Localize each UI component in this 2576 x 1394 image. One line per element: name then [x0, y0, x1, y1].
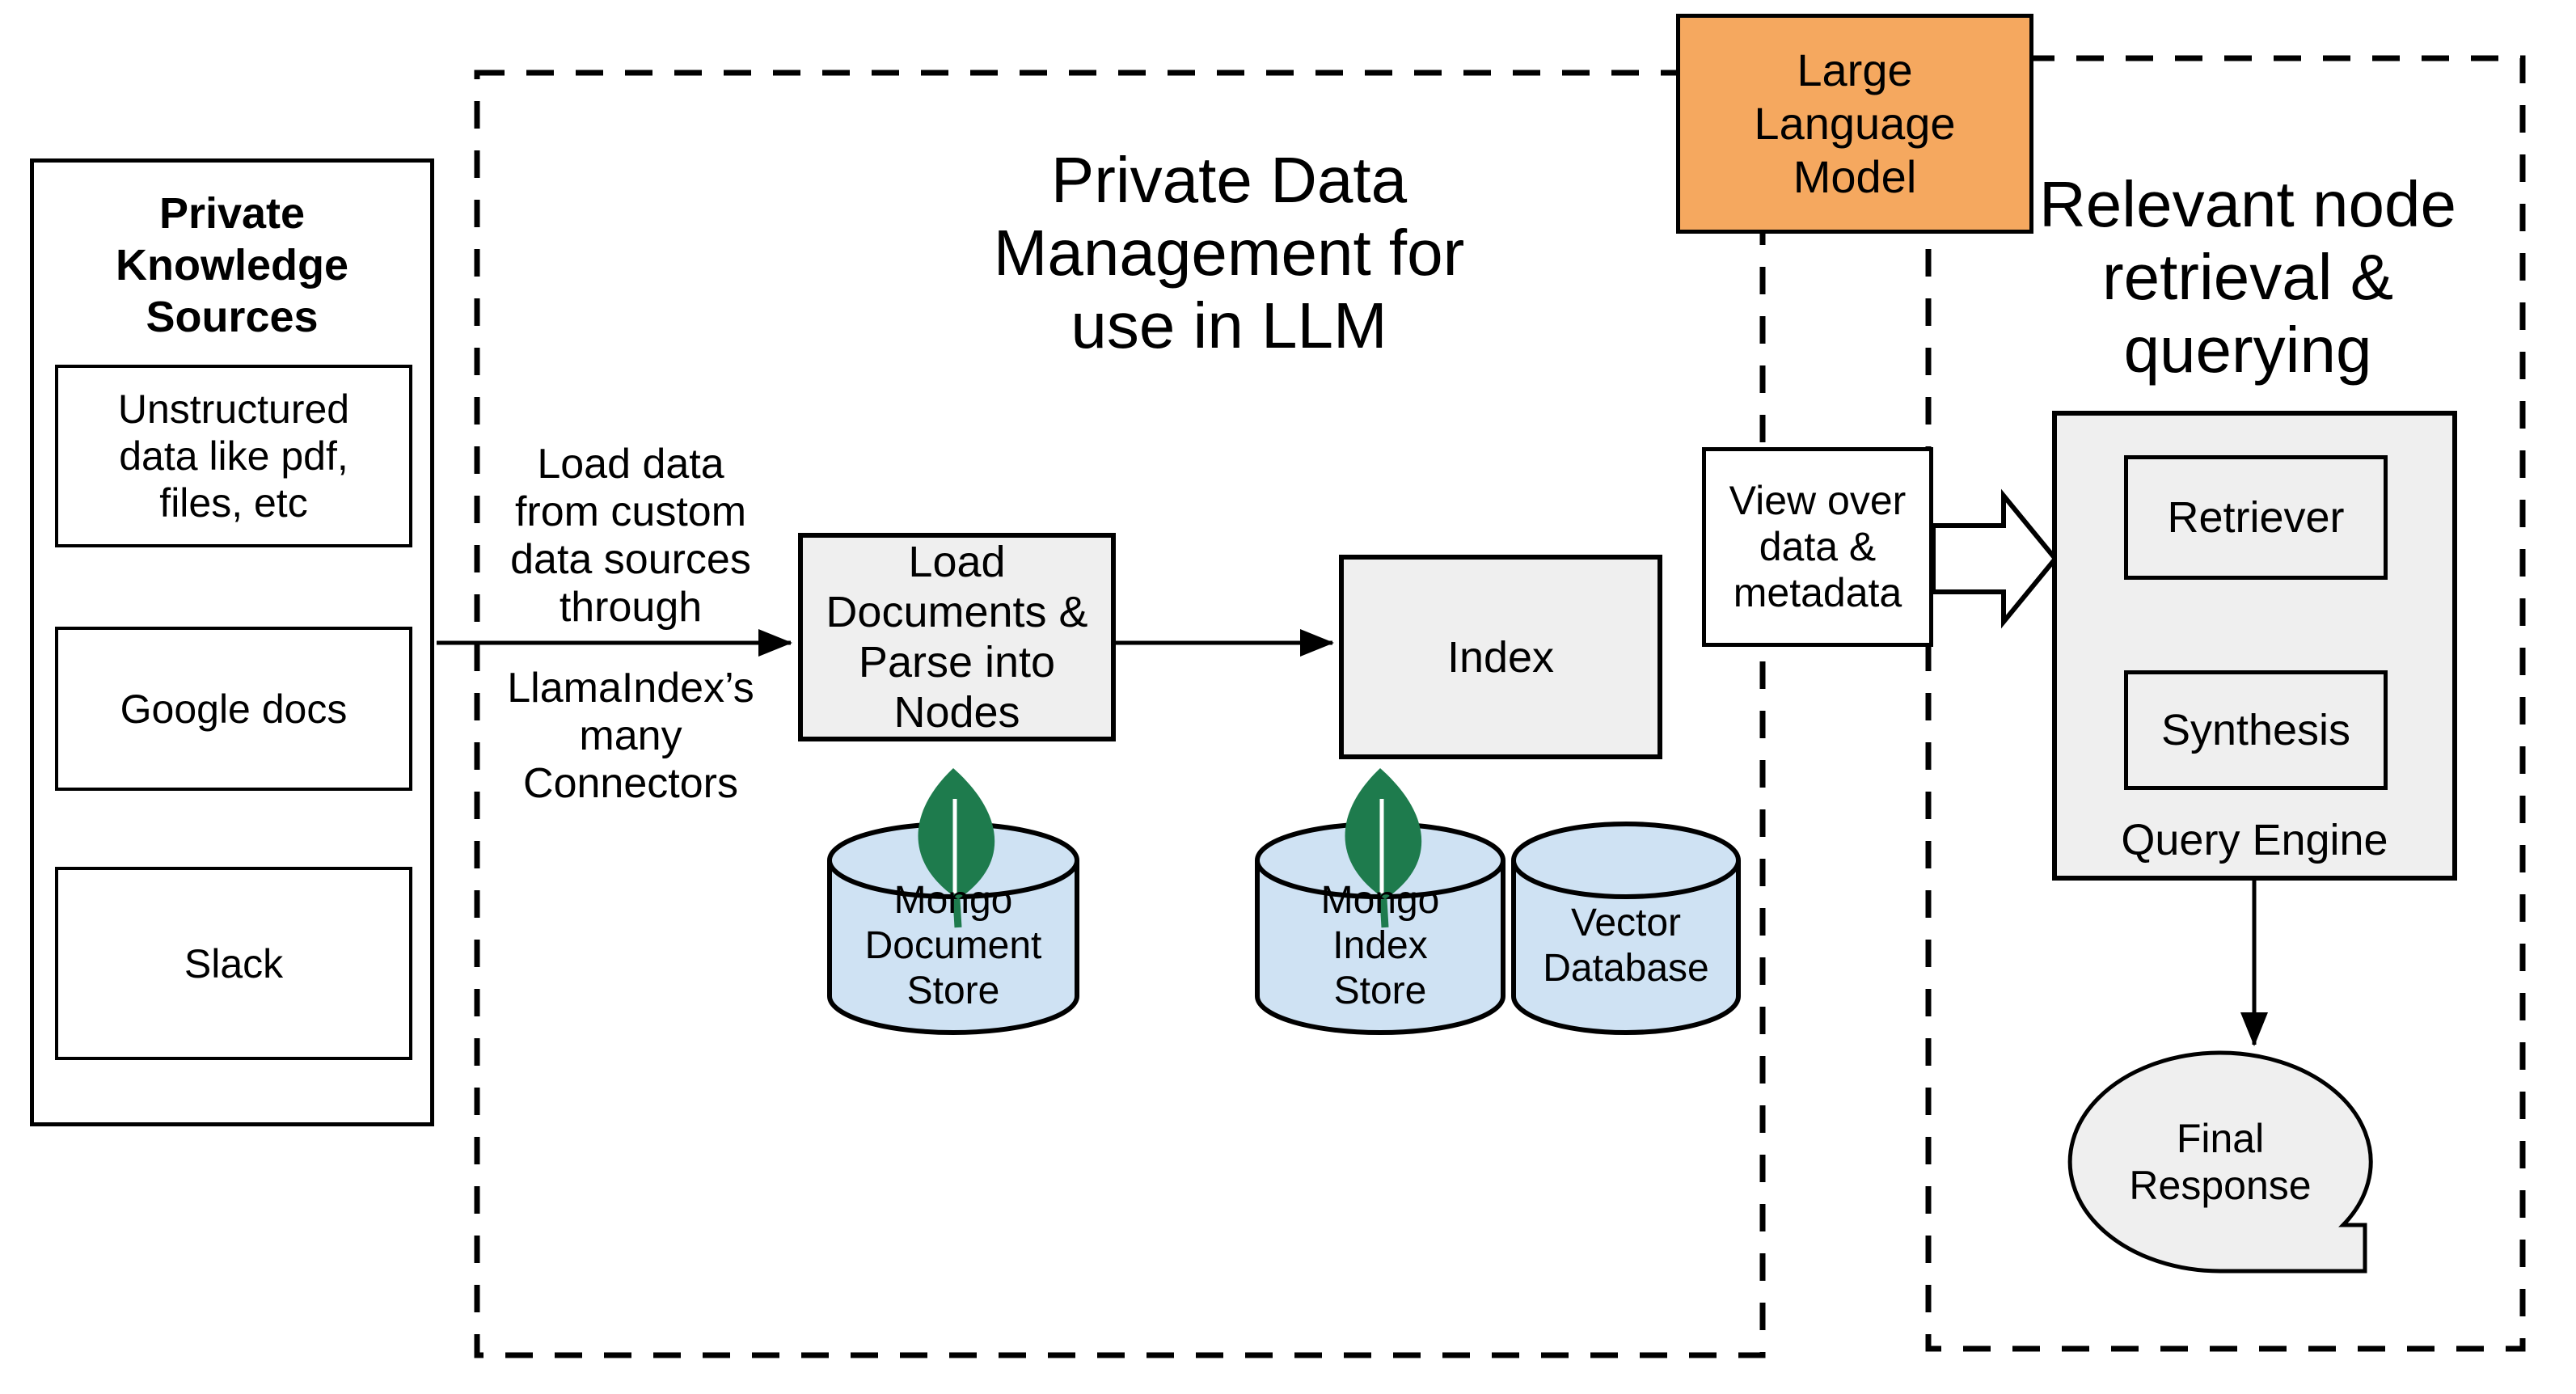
source-google-docs-box: Google docs	[55, 627, 412, 791]
retriever-label: Retriever	[2167, 493, 2345, 542]
view-to-query-engine-block-arrow	[1931, 488, 2059, 629]
synthesis-label: Synthesis	[2160, 706, 2351, 754]
mongodb-leaf-icon	[918, 768, 995, 928]
retrieval-dashed-region	[1925, 55, 2526, 1352]
index-box: Index	[1339, 555, 1662, 759]
synthesis-box: Synthesis	[2124, 670, 2388, 790]
final-response-speech-bubble	[2067, 1050, 2373, 1274]
retriever-box: Retriever	[2124, 455, 2388, 580]
source-slack-box: Slack	[55, 867, 412, 1060]
data-management-dashed-region	[474, 70, 1766, 1358]
mongodb-leaf-icon	[1345, 768, 1422, 928]
vector-database-cylinder	[1511, 822, 1741, 1035]
index-box-label: Index	[1446, 632, 1555, 682]
query-engine-label: Query Engine	[2121, 816, 2388, 864]
